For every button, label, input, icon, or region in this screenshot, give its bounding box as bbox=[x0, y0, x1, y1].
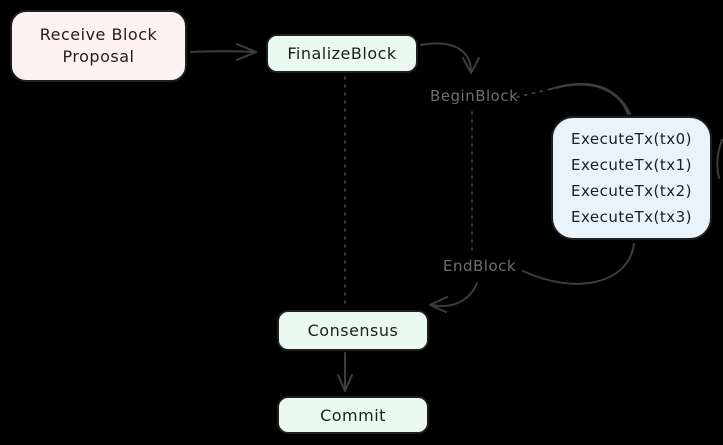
arrow-finalize-to-beginblock bbox=[420, 42, 472, 71]
receive-block-label-line2: Proposal bbox=[62, 47, 135, 66]
execute-tx-line: ExecuteTx(tx1) bbox=[570, 156, 693, 174]
execute-tx-line: ExecuteTx(tx3) bbox=[570, 208, 693, 226]
arrowhead-endblock-to-consensus bbox=[429, 296, 448, 313]
waypoint-end-block: EndBlock bbox=[443, 257, 517, 275]
arrow-receive-to-finalize bbox=[190, 50, 255, 53]
node-finalize-block: FinalizeBlock bbox=[266, 34, 418, 73]
waypoint-begin-block: BeginBlock bbox=[430, 87, 519, 105]
arrow-endblock-to-consensus bbox=[431, 282, 478, 307]
finalize-block-label: FinalizeBlock bbox=[287, 44, 397, 63]
arrow-beginblock-to-execute-overstroke bbox=[555, 83, 629, 115]
execute-tx-line: ExecuteTx(tx2) bbox=[570, 182, 693, 200]
execute-tx-line: ExecuteTx(tx0) bbox=[570, 130, 693, 148]
rough-stroke-right-edge bbox=[716, 139, 723, 179]
arrowhead-receive-to-finalize bbox=[236, 43, 257, 61]
node-receive-block-proposal: Receive Block Proposal bbox=[10, 10, 187, 82]
node-consensus: Consensus bbox=[277, 310, 429, 351]
commit-label: Commit bbox=[320, 405, 386, 425]
node-execute-tx: ExecuteTx(tx0) ExecuteTx(tx1) ExecuteTx(… bbox=[551, 116, 712, 240]
arrowhead-consensus-to-commit bbox=[337, 374, 353, 392]
node-commit: Commit bbox=[277, 396, 429, 434]
arrow-beginblock-to-execute-dashed bbox=[516, 88, 552, 98]
arrow-execute-to-endblock bbox=[522, 243, 635, 285]
receive-block-label-line1: Receive Block bbox=[39, 25, 158, 44]
arrowhead-finalize-to-beginblock bbox=[462, 57, 480, 74]
consensus-label: Consensus bbox=[307, 321, 399, 340]
